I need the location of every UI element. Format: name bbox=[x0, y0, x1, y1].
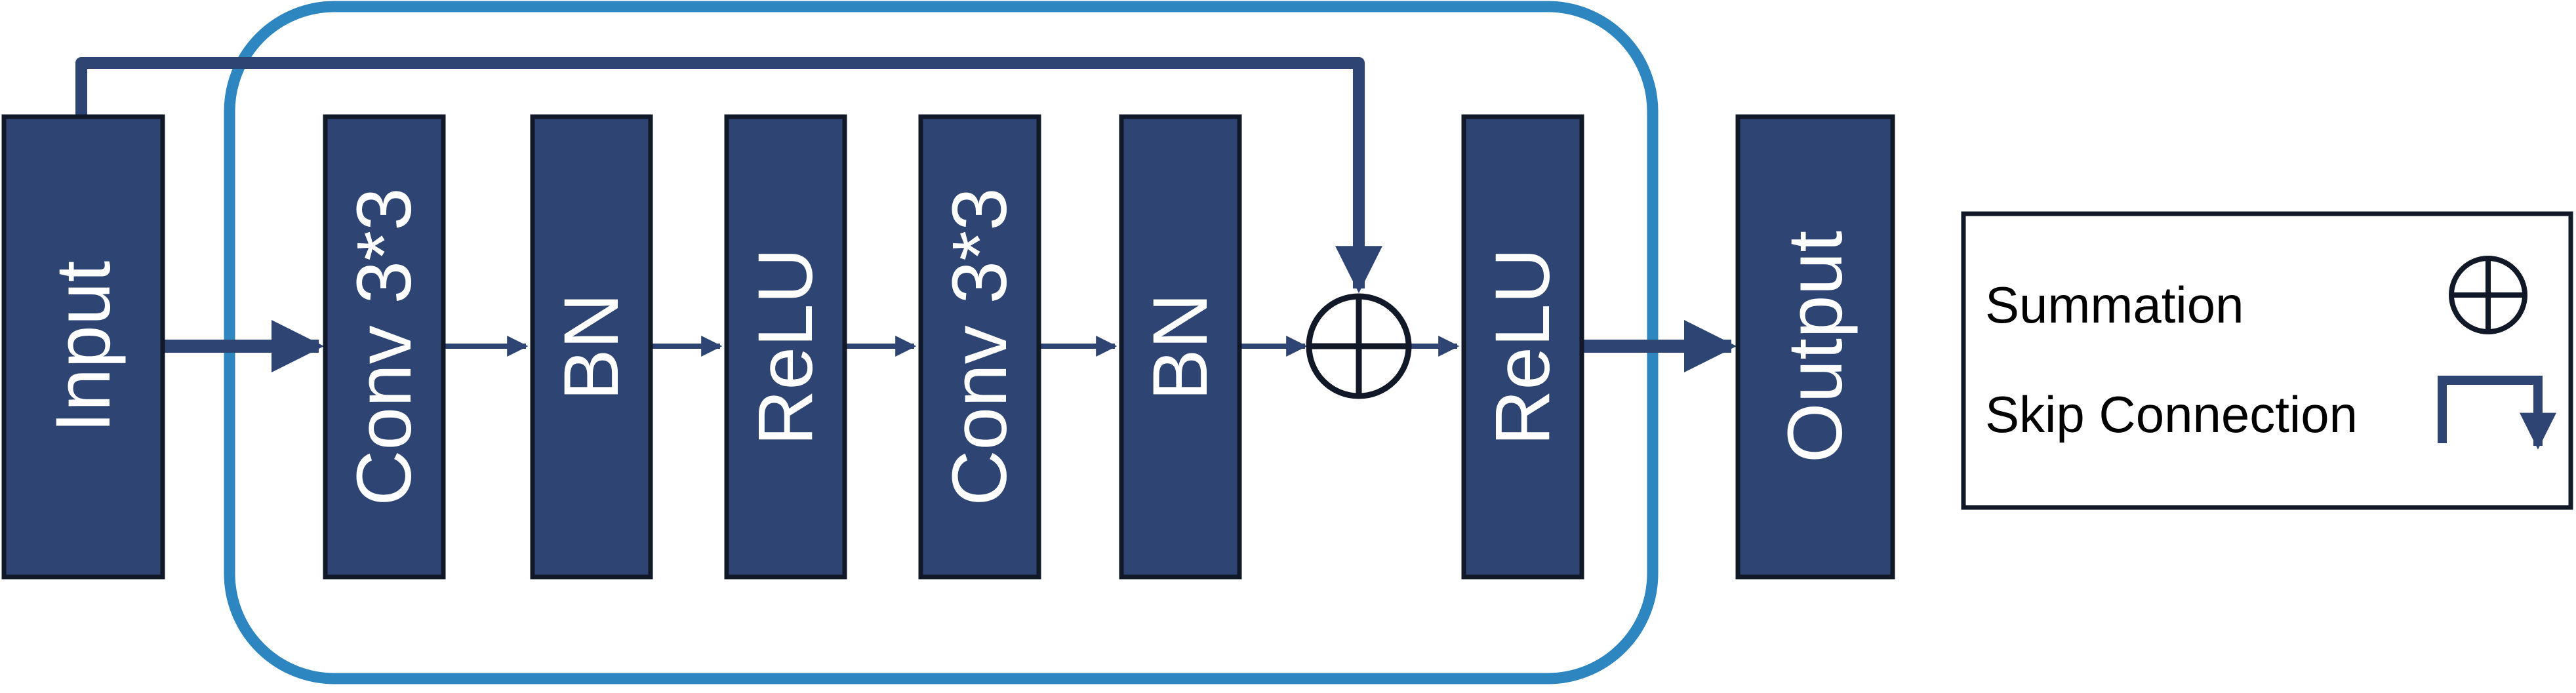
block-output-label: Output bbox=[1772, 231, 1859, 463]
skip-connection-icon bbox=[2438, 376, 2556, 450]
block-relu1: ReLU bbox=[724, 114, 847, 580]
legend-summation-label: Summation bbox=[1985, 276, 2244, 334]
block-conv1: Conv 3*3 bbox=[323, 114, 446, 580]
block-bn2: BN bbox=[1119, 114, 1242, 580]
block-conv2-label: Conv 3*3 bbox=[936, 188, 1023, 505]
summation-node bbox=[1306, 293, 1412, 399]
skip-connection-line bbox=[75, 57, 1382, 294]
block-output: Output bbox=[1735, 114, 1895, 580]
block-relu1-label: ReLU bbox=[742, 248, 829, 446]
block-conv2: Conv 3*3 bbox=[918, 114, 1041, 580]
circle-plus-icon bbox=[2449, 256, 2527, 334]
legend-skip-label: Skip Connection bbox=[1985, 386, 2358, 443]
block-conv1-label: Conv 3*3 bbox=[341, 188, 428, 505]
block-bn1-label: BN bbox=[548, 293, 635, 401]
block-bn2-label: BN bbox=[1137, 293, 1224, 401]
block-input-label: Input bbox=[40, 261, 127, 433]
block-relu2-label: ReLU bbox=[1479, 248, 1566, 446]
legend: Summation Skip Connection bbox=[1961, 211, 2573, 510]
block-relu2: ReLU bbox=[1461, 114, 1584, 580]
connectors bbox=[75, 57, 1737, 372]
block-input: Input bbox=[1, 114, 165, 580]
block-bn1: BN bbox=[530, 114, 653, 580]
blocks: Input Conv 3*3 BN ReLU Conv 3*3 BN ReLU bbox=[1, 114, 1895, 580]
